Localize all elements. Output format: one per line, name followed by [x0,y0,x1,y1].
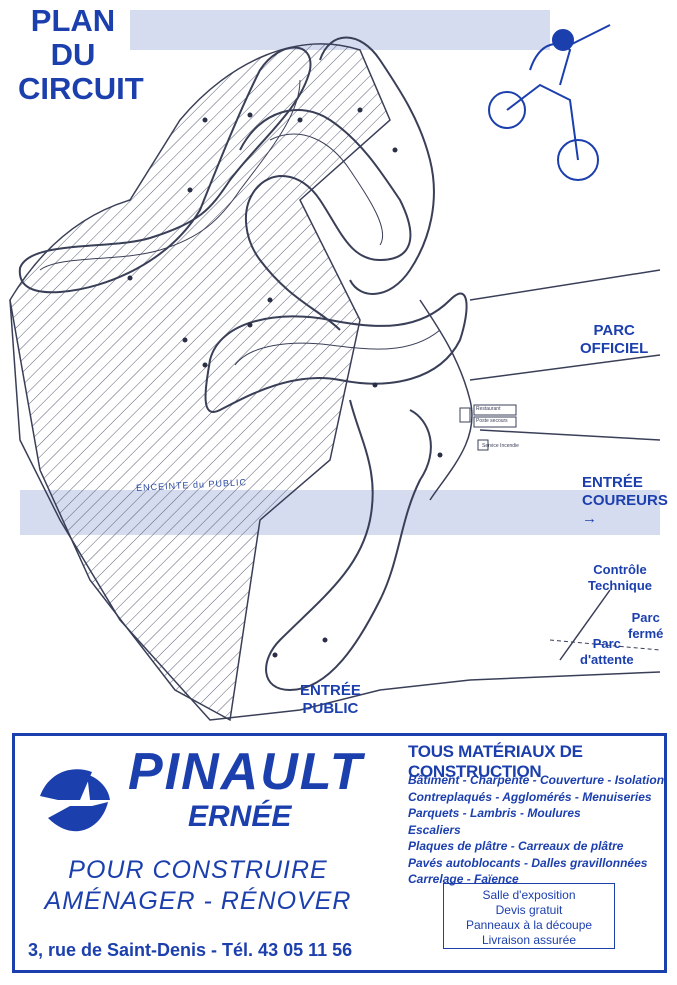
list-item: Bâtiment - Charpente - Couverture - Isol… [408,773,665,787]
track-loop-bottom [265,399,432,692]
parc-officiel-label: PARC OFFICIEL [580,322,649,357]
brand-name: PINAULT [128,743,364,801]
service-incendie-label: Service Incendie [482,443,519,449]
entree-public-label: ENTRÉE PUBLIC [300,682,361,717]
parc-attente-label: Parc d'attente [580,636,634,667]
track-loop-lower [204,292,468,413]
controle-technique-label: Contrôle Technique [588,562,653,593]
title-line-1: PLAN [30,3,116,38]
list-item: Contreplaqués - Agglomérés - Menuiseries [408,789,652,804]
products-heading: TOUS MATÉRIAUX DE CONSTRUCTION [408,742,583,781]
address: 3, rue de Saint-Denis - Tél. 43 05 11 56 [28,940,353,960]
list-item: Carrelage - Faïence [408,872,519,886]
list-item: Pavés autoblocants - Dalles gravillonnée… [408,855,648,870]
entree-coureurs-label: ENTRÉE COUREURS → [582,474,668,527]
track-loop-center [239,109,412,331]
map-title: PLAN DU CIRCUIT [18,3,144,106]
list-item: Salle d'exposition [482,888,576,902]
list-item: Devis gratuit [495,903,563,917]
list-item: Parquets - Lambris - Moulures [408,806,581,820]
title-line-3: CIRCUIT [18,71,144,106]
circuit-map [9,10,661,722]
arrow-right-icon: → [582,510,597,527]
list-item: Plaques de plâtre - Carreaux de plâtre [408,839,624,853]
track-loop-right [319,36,435,295]
products-list: Bâtiment - Charpente - Couverture - Isol… [408,772,668,888]
services-box: Salle d'exposition Devis gratuit Panneau… [443,883,615,949]
list-item: Panneaux à la découpe [465,918,593,932]
parc-ferme-label: Parc fermé [628,610,664,641]
list-item: Escaliers [408,822,461,837]
brand-city: ERNÉE [188,800,292,833]
slogan: POUR CONSTRUIRE AMÉNAGER - RÉNOVER [44,856,352,915]
ad-box [12,733,667,973]
restaurant-label: Restaurant [476,406,501,412]
title-line-2: DU [50,37,96,72]
track-loop-left [18,46,312,294]
public-area-hatched [9,43,391,722]
list-item: Livraison assurée [481,933,577,947]
pinault-logo-icon [33,763,113,843]
motocross-rider-illustration [488,24,611,181]
poste-secours-label: Poste secours [476,418,508,424]
